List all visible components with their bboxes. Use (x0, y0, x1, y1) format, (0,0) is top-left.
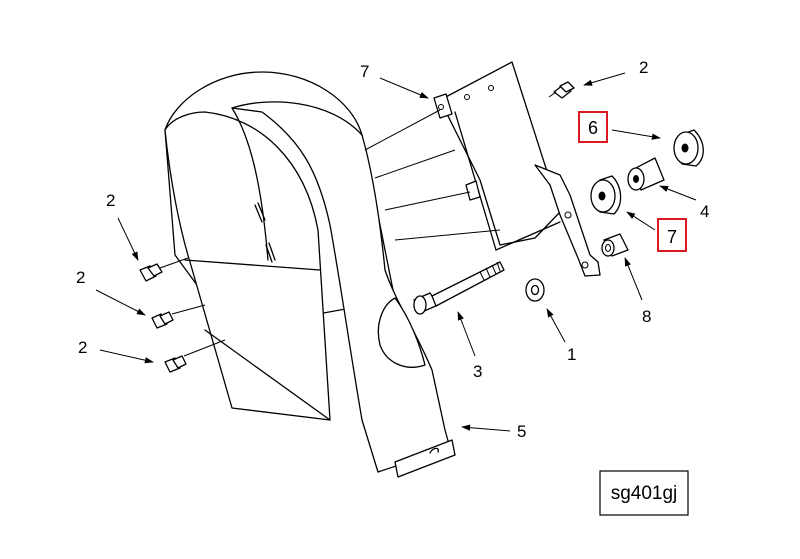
callout-2-left-lower: 2 (78, 338, 87, 357)
screw-top (548, 81, 575, 99)
callout-4: 4 (700, 202, 709, 221)
callout-2-top: 2 (639, 58, 648, 77)
reference-code: sg401gj (611, 483, 678, 504)
callout-7-lower: 7 (667, 227, 677, 247)
bushing (601, 233, 629, 257)
callout-8: 8 (642, 307, 651, 326)
callout-2-left-upper: 2 (106, 191, 115, 210)
callout-2-left-middle: 2 (76, 268, 85, 287)
callout-6: 7 (360, 62, 369, 81)
washer (525, 278, 545, 302)
reference-code-box (599, 470, 689, 516)
long-bolt (413, 261, 505, 315)
callout-arrows (95, 72, 697, 432)
belt-guard-housing (164, 71, 456, 478)
highlight-box-7-lower (657, 218, 687, 252)
callout-7-upper: 6 (588, 118, 598, 138)
alignment-lines (364, 109, 501, 241)
callout-3: 3 (473, 362, 482, 381)
grommet-upper (673, 129, 704, 167)
screw-left-middle (151, 304, 206, 329)
callout-5: 5 (517, 422, 526, 441)
screw-left-lower (164, 339, 226, 373)
highlight-box-7-upper (578, 111, 608, 143)
mounting-bracket (433, 61, 601, 277)
screw-left-upper (139, 257, 189, 282)
callout-1: 1 (567, 345, 576, 364)
grommet-lower (590, 175, 622, 215)
spacer-sleeve (627, 157, 665, 191)
